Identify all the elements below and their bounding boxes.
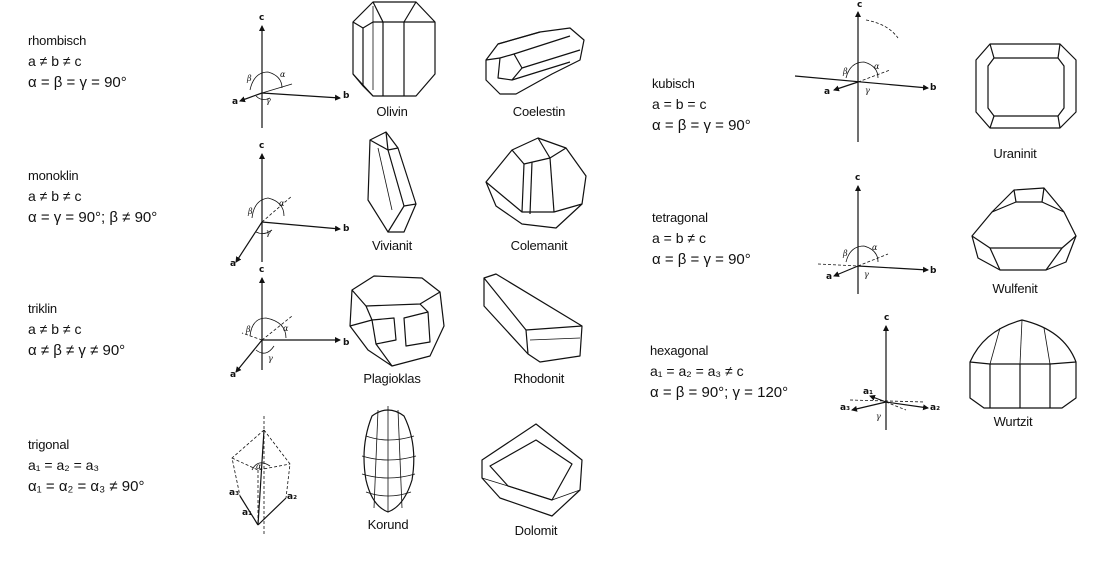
- axis-label-c: c: [884, 313, 890, 323]
- axis-label-c: c: [259, 265, 265, 275]
- system-triclinic: triklin a ≠ b ≠ c α ≠ β ≠ γ ≠ 90°: [28, 298, 125, 361]
- axis-label-a2: a₂: [930, 403, 941, 413]
- crystal-coelestin: [485, 27, 585, 95]
- axis-label-a1: a₁: [863, 387, 874, 397]
- system-cubic: kubisch a = b = c α = β = γ = 90°: [652, 73, 751, 136]
- angle-relation: α = β = γ = 90°: [652, 251, 751, 268]
- crystal-olivin: [352, 1, 436, 97]
- mineral-label-rhodonit: Rhodonit: [513, 371, 565, 386]
- angle-label-beta: β: [843, 249, 848, 258]
- system-hexagonal: hexagonal a₁ = a₂ = a₃ ≠ c α = β = 90°; …: [650, 340, 788, 403]
- crystal-rhodonit: [483, 273, 583, 363]
- axis-label-a: a: [826, 272, 833, 282]
- angle-label-gamma: γ: [266, 96, 271, 105]
- mineral-label-dolomit: Dolomit: [514, 523, 558, 538]
- axis-relation: a₁ = a₂ = a₃: [28, 457, 100, 473]
- axes-rhombic: [239, 25, 341, 128]
- crystal-plagioklas: [349, 275, 445, 367]
- mineral-label-korund: Korund: [367, 517, 409, 532]
- crystal-uraninit: [975, 43, 1077, 129]
- axes-tetragonal: [817, 185, 929, 294]
- angle-label-alpha: α: [280, 70, 286, 79]
- axis-label-a: a: [230, 259, 237, 269]
- mineral-label-olivin: Olivin: [376, 104, 408, 119]
- angle-relation: α = β = 90°; γ = 120°: [650, 384, 789, 401]
- mineral-label-vivianit: Vivianit: [371, 238, 413, 253]
- angle-label-alpha: α: [874, 62, 880, 71]
- axes-monoclinic: [235, 153, 341, 263]
- crystal-dolomit: [481, 423, 583, 517]
- angle-relation: α = γ = 90°; β ≠ 90°: [28, 209, 158, 226]
- axis-relation: a₁ = a₂ = a₃ ≠ c: [650, 363, 744, 379]
- angle-relation: α ≠ β ≠ γ ≠ 90°: [28, 342, 126, 359]
- system-name: trigonal: [28, 437, 70, 452]
- crystal-vivianit: [367, 131, 417, 233]
- system-name: hexagonal: [650, 343, 709, 358]
- crystal-wurtzit: [969, 319, 1077, 409]
- axes-trigonal: [231, 416, 291, 536]
- angle-label-beta: β: [248, 207, 253, 216]
- mineral-label-wurtzit: Wurtzit: [993, 414, 1033, 429]
- crystal-colemanit: [485, 137, 587, 229]
- axis-label-a: a: [824, 87, 831, 97]
- angle-label-alpha: α: [872, 243, 878, 252]
- axis-label-b: b: [930, 83, 937, 93]
- system-tetragonal: tetragonal a = b ≠ c α = β = γ = 90°: [652, 207, 751, 270]
- system-name: rhombisch: [28, 33, 87, 48]
- axis-label-b: b: [343, 224, 350, 234]
- angle-relation: α = β = γ = 90°: [28, 74, 127, 91]
- system-monoclinic: monoklin a ≠ b ≠ c α = γ = 90°; β ≠ 90°: [28, 165, 157, 228]
- angle-label-alpha: α: [279, 199, 285, 208]
- axis-label-b: b: [343, 338, 350, 348]
- axes-hexagonal: [849, 325, 929, 430]
- axis-label-b: b: [930, 266, 937, 276]
- axis-relation: a ≠ b ≠ c: [28, 321, 82, 337]
- mineral-label-colemanit: Colemanit: [510, 238, 568, 253]
- axis-label-c: c: [259, 13, 265, 23]
- system-name: triklin: [28, 301, 57, 316]
- axis-label-a: a: [230, 370, 237, 380]
- axes-triclinic: [235, 277, 341, 373]
- axis-label-a3: a₃: [840, 403, 851, 413]
- axis-label-c: c: [857, 0, 863, 10]
- mineral-label-coelestin: Coelestin: [512, 104, 566, 119]
- angle-relation: α₁ = α₂ = α₃ ≠ 90°: [28, 478, 145, 495]
- angle-label-beta: β: [246, 325, 251, 334]
- system-trigonal: trigonal a₁ = a₂ = a₃ α₁ = α₂ = α₃ ≠ 90°: [28, 434, 144, 497]
- angle-label-beta: β: [247, 74, 252, 83]
- angle-label-gamma: γ: [864, 270, 869, 279]
- angle-label-beta: β: [843, 67, 848, 76]
- mineral-label-plagioklas: Plagioklas: [363, 371, 421, 386]
- axis-label-a2: a₂: [287, 492, 298, 502]
- angle-label-alpha: α: [283, 324, 289, 333]
- system-name: monoklin: [28, 168, 79, 183]
- axis-relation: a = b ≠ c: [652, 230, 706, 246]
- axis-label-c: c: [855, 173, 861, 183]
- mineral-label-uraninit: Uraninit: [993, 146, 1037, 161]
- system-name: tetragonal: [652, 210, 708, 225]
- axis-label-a3: a₃: [229, 488, 240, 498]
- system-rhombic: rhombisch a ≠ b ≠ c α = β = γ = 90°: [28, 30, 127, 93]
- axis-label-a: a: [232, 97, 239, 107]
- mineral-label-wulfenit: Wulfenit: [992, 281, 1038, 296]
- angle-label-gamma: γ: [268, 354, 273, 363]
- axis-label-a1: a₁: [242, 508, 253, 518]
- axis-relation: a ≠ b ≠ c: [28, 188, 82, 204]
- angle-label-gamma: γ: [876, 412, 881, 421]
- axes-cubic: [794, 11, 929, 142]
- angle-relation: α = β = γ = 90°: [652, 117, 751, 134]
- axis-label-b: b: [343, 91, 350, 101]
- axis-relation: a ≠ b ≠ c: [28, 53, 82, 69]
- system-name: kubisch: [652, 76, 695, 91]
- angle-label-alpha: α: [256, 462, 262, 471]
- crystal-wulfenit: [971, 187, 1077, 271]
- axis-label-c: c: [259, 141, 265, 151]
- axis-relation: a = b = c: [652, 96, 707, 112]
- angle-label-gamma: γ: [865, 86, 870, 95]
- crystal-korund: [361, 406, 417, 513]
